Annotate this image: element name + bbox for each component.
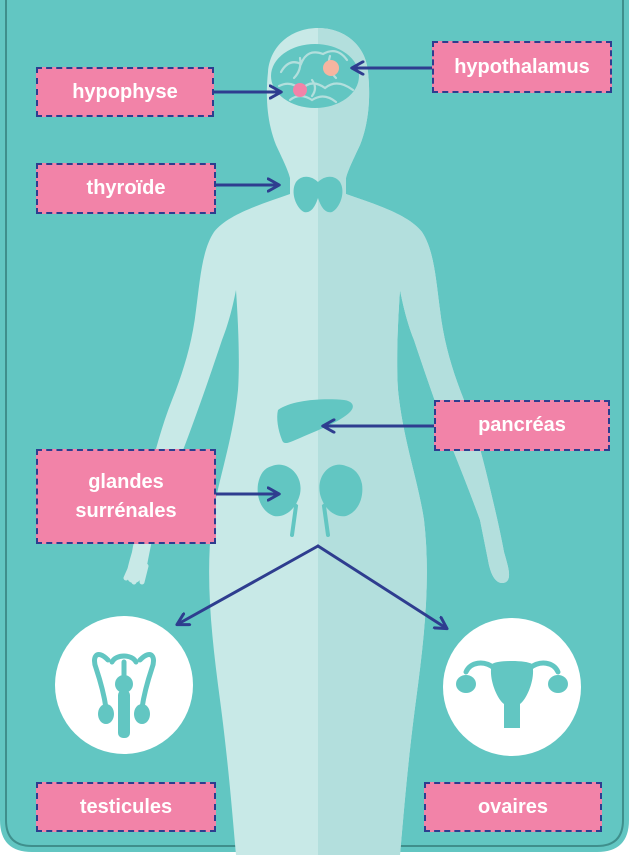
label-ovaires: ovaires xyxy=(424,782,602,832)
hypothalamus-dot xyxy=(323,60,339,76)
label-glandes-line1: glandes xyxy=(88,468,164,497)
label-pancreas: pancréas xyxy=(434,400,610,451)
label-hypothalamus: hypothalamus xyxy=(432,41,612,93)
brain-icon xyxy=(271,44,359,108)
hypophyse-dot xyxy=(293,83,307,97)
label-hypophyse: hypophyse xyxy=(36,67,214,117)
male-reproductive-icon xyxy=(55,616,193,754)
label-glandes-line2: surrénales xyxy=(75,497,176,526)
label-thyroide: thyroïde xyxy=(36,163,216,214)
label-glandes-surrenales: glandes surrénales xyxy=(36,449,216,544)
label-testicules: testicules xyxy=(36,782,216,832)
female-reproductive-icon xyxy=(443,618,581,756)
